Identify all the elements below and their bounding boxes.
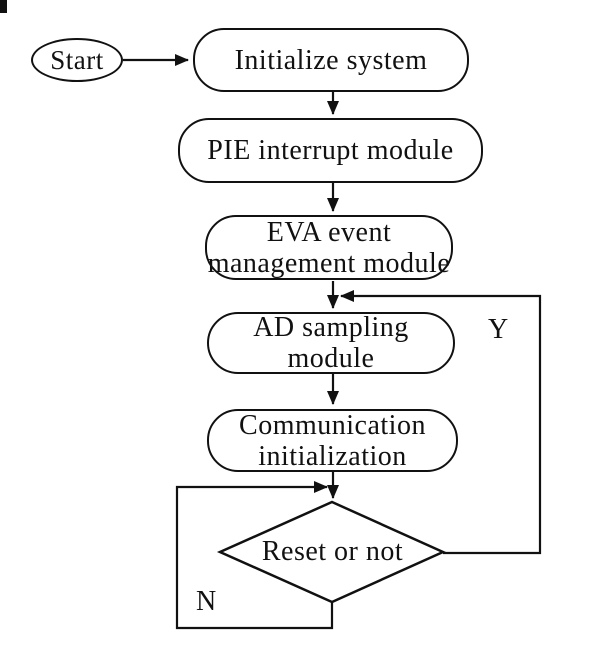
label-no-branch: N [196,586,217,617]
node-reset-decision-label: Reset or not [261,536,404,567]
node-reset-decision-shape [216,500,447,604]
corner-artifact [0,0,7,13]
node-communication-initialization: Communication initialization [207,409,458,472]
label-yes-branch: Y [488,314,509,345]
edge-yes-loop [340,290,542,555]
node-start: Start [31,38,123,82]
node-eva-event-management-module: EVA event management module [205,215,453,280]
node-ad-sampling-module: AD sampling module [207,312,455,374]
edge-no-loop [175,481,334,630]
node-initialize-system: Initialize system [193,28,469,92]
node-pie-interrupt-module: PIE interrupt module [178,118,483,183]
